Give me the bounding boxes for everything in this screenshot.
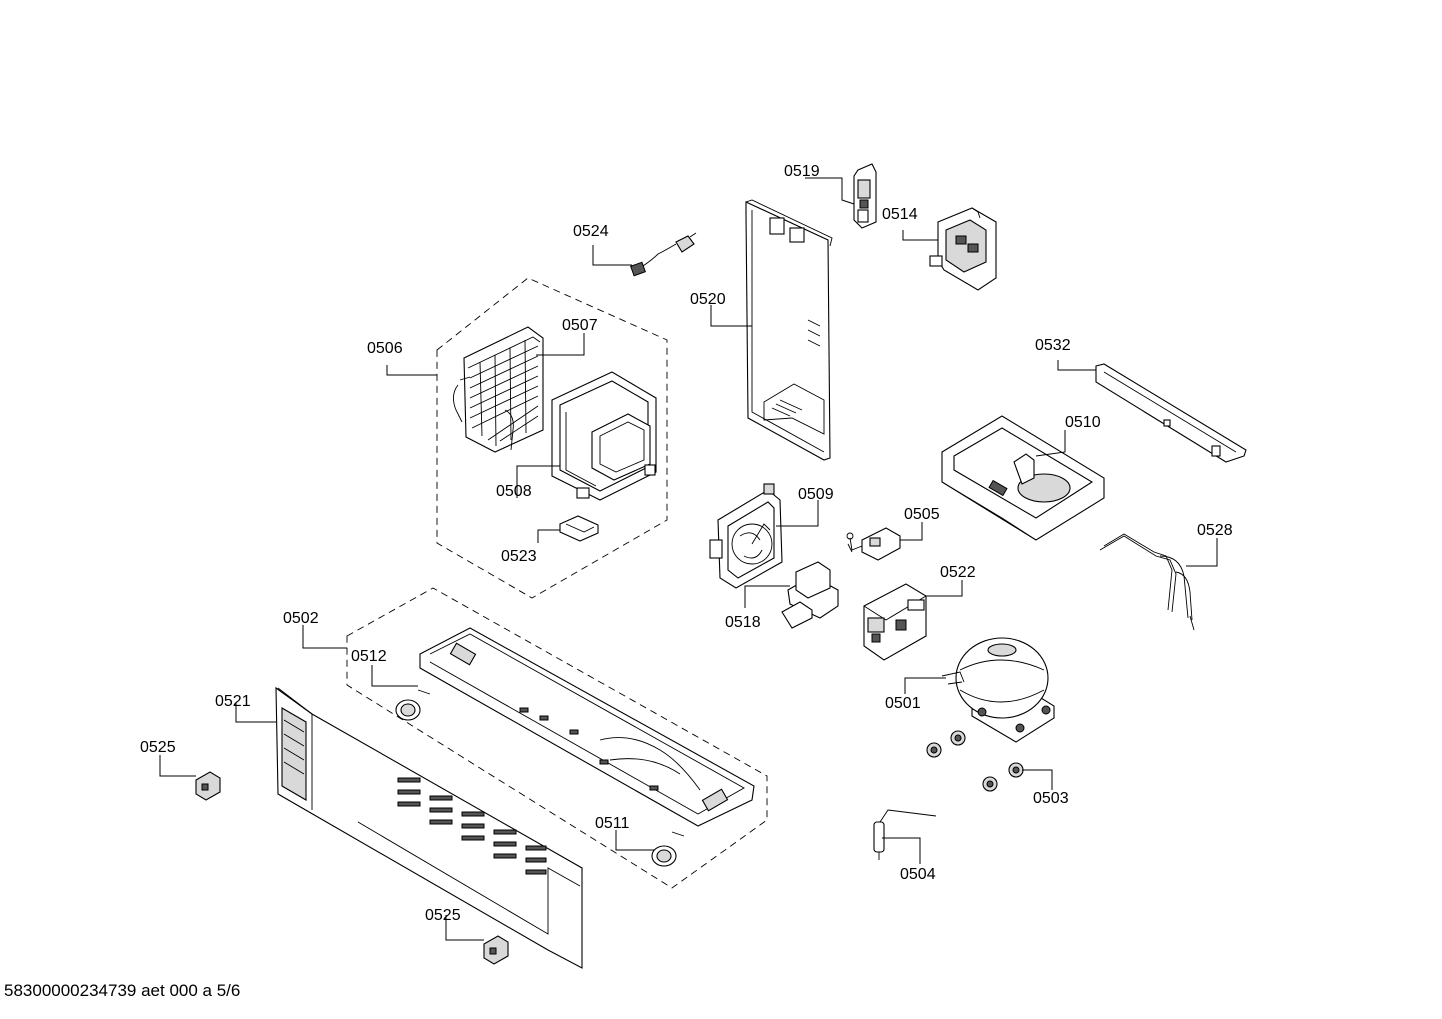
assembly-0506-dashed-outline	[436, 277, 668, 599]
rear-wheel-part	[651, 831, 685, 867]
callout-0505: 0505	[904, 506, 940, 523]
bent-pipe-part	[1099, 533, 1195, 631]
clip-part-left	[195, 771, 221, 801]
callout-0508: 0508	[496, 483, 532, 500]
callout-0509: 0509	[798, 486, 834, 503]
callout-0504: 0504	[900, 866, 936, 883]
rubber-grommets-part	[926, 730, 1024, 792]
relay-bracket-part	[781, 561, 839, 629]
electronic-module-part	[929, 207, 997, 291]
fan-housing-part	[709, 483, 783, 589]
callout-0510: 0510	[1065, 414, 1101, 431]
callout-0520: 0520	[690, 291, 726, 308]
drip-tray-part	[941, 415, 1105, 541]
callout-0503: 0503	[1033, 790, 1069, 807]
callout-0522: 0522	[940, 564, 976, 581]
callout-0511: 0511	[595, 815, 630, 832]
callout-labels: 0519 0514 0524 0520 0532 0507 0506 0510 …	[140, 163, 1233, 924]
callout-0525-bottom: 0525	[425, 907, 461, 924]
condenser-coil-part	[453, 326, 544, 453]
callout-0512: 0512	[351, 648, 387, 665]
assembly-0502-dashed-outline	[346, 587, 768, 889]
callout-0514: 0514	[882, 206, 918, 223]
callout-0532: 0532	[1035, 337, 1071, 354]
small-bracket-part	[559, 515, 599, 542]
callout-0506: 0506	[367, 340, 403, 357]
callout-0523: 0523	[501, 548, 537, 565]
rear-cover-panel-part	[745, 199, 833, 461]
evaporator-housing-part	[551, 371, 657, 501]
filter-drier-part	[873, 809, 937, 860]
starter-relay-part	[863, 583, 927, 661]
callout-0502: 0502	[283, 610, 319, 627]
base-plate-part	[419, 627, 755, 827]
thermostat-bracket-part	[853, 163, 877, 229]
kick-plate-grille-part	[275, 686, 583, 969]
document-code: 58300000234739 aet 000 a 5/6	[4, 981, 241, 1000]
callout-0519: 0519	[784, 163, 820, 180]
callout-0521: 0521	[215, 693, 251, 710]
callout-0518: 0518	[725, 614, 761, 631]
callout-0501: 0501	[885, 695, 921, 712]
leader-lines	[159, 177, 1218, 941]
callout-0524: 0524	[573, 223, 609, 240]
callout-0507: 0507	[562, 317, 598, 334]
rail-strip-part	[1095, 363, 1247, 463]
front-wheel-part	[395, 689, 431, 721]
power-cord-plug-part	[630, 232, 697, 277]
sensor-switch-part	[846, 527, 901, 561]
clip-part-bottom	[483, 935, 509, 965]
callout-0528: 0528	[1197, 522, 1233, 539]
compressor-part	[941, 637, 1055, 743]
callout-0525-left: 0525	[140, 739, 176, 756]
